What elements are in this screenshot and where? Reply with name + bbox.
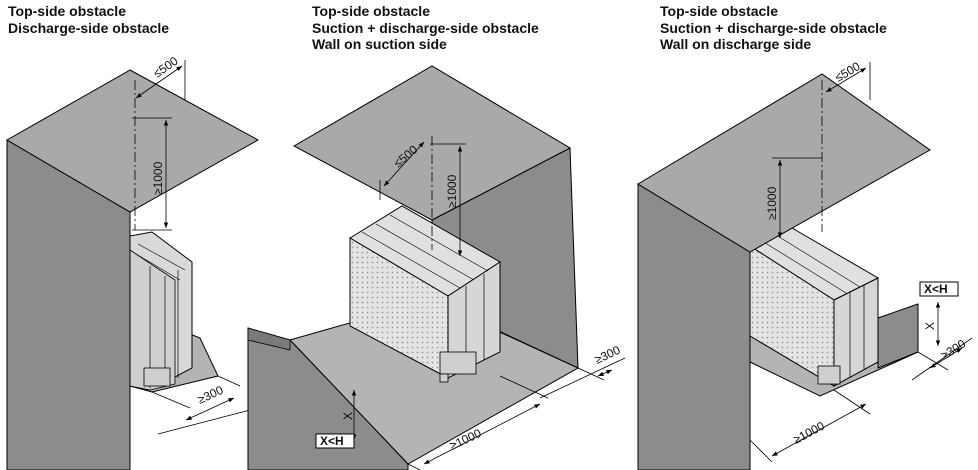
dim-height-clearance: ≥1000	[445, 174, 459, 208]
caption-line: Top-side obstacle	[8, 3, 126, 19]
caption-line: Top-side obstacle	[312, 3, 430, 19]
caption-line: Wall on suction side	[312, 36, 447, 52]
caption-line: Wall on discharge side	[660, 36, 812, 52]
dim-top-clearance: ≤500	[151, 54, 181, 81]
caption-line: Discharge-side obstacle	[8, 19, 170, 36]
caption-panel-3: Top-side obstacle Suction + discharge-si…	[660, 3, 887, 53]
x-label-box	[919, 281, 959, 297]
dim-top-clearance: ≤500	[833, 59, 863, 85]
caption-panel-2: Top-side obstacle Suction + discharge-si…	[312, 3, 539, 53]
discharge-side-wall	[877, 303, 919, 369]
caption-line: Suction + discharge-side obstacle	[660, 19, 887, 36]
outdoor-unit	[748, 227, 880, 387]
panel-1-drawing: ≤500 ≥1000 ≥300	[5, 54, 260, 470]
dim-wall-height: X	[341, 412, 355, 420]
caption-panel-1: Top-side obstacle Discharge-side obstacl…	[8, 3, 169, 36]
dim-height-clearance: ≥1000	[765, 186, 779, 220]
dim-side-clearance: ≥300	[938, 336, 968, 362]
caption-line: Top-side obstacle	[660, 3, 778, 19]
dim-height-clearance: ≥1000	[151, 161, 165, 195]
top-obstacle	[637, 73, 931, 253]
panel-2-drawing: ≤500 ≥1000 ≥300 ≥1000 X X<H	[247, 65, 626, 470]
x-less-than-h-label: X<H	[924, 282, 948, 296]
top-obstacle	[5, 69, 260, 213]
dim-side-clearance: ≥300	[195, 383, 225, 407]
caption-line: Suction + discharge-side obstacle	[312, 19, 539, 36]
dim-side-clearance: ≥300	[592, 343, 622, 367]
x-less-than-h-label: X<H	[320, 434, 344, 448]
panel-3-drawing: ≤500 ≥1000 ≥300 ≥1000 X X<H	[637, 59, 973, 470]
outdoor-unit	[349, 205, 501, 383]
x-label-box	[315, 433, 355, 449]
dim-wall-height: X	[923, 322, 937, 330]
outdoor-unit	[129, 231, 193, 391]
dim-front-clearance: ≥1000	[791, 419, 827, 447]
